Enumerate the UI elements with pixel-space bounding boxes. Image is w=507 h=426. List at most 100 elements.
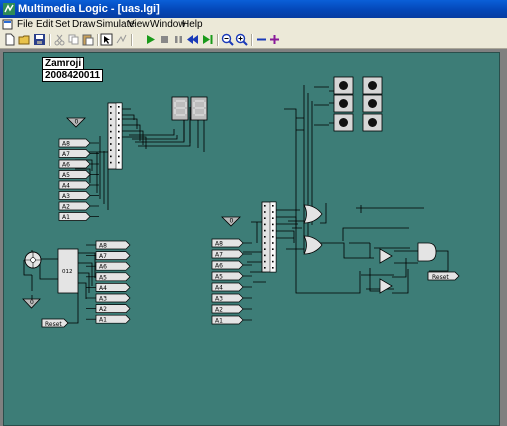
menu-window[interactable]: Window xyxy=(150,19,186,30)
input-label: A7 xyxy=(62,151,70,158)
input-button-a5[interactable]: A5 xyxy=(58,170,99,180)
output-a8: A8 xyxy=(86,240,131,250)
input-button-a6[interactable]: A6 xyxy=(211,260,252,270)
input-button-a5[interactable]: A5 xyxy=(211,271,252,281)
input-label: A7 xyxy=(215,252,223,259)
lamp-bulb xyxy=(368,81,377,90)
input-label: A2 xyxy=(215,307,223,314)
zoom-in-icon[interactable] xyxy=(235,33,248,46)
input-label: A6 xyxy=(215,263,223,270)
chip-pin xyxy=(110,124,112,127)
output-label: A8 xyxy=(99,243,107,250)
app-icon xyxy=(3,3,15,15)
save-icon[interactable] xyxy=(33,33,46,46)
input-button-a3[interactable]: A3 xyxy=(211,293,252,303)
input-label: A2 xyxy=(62,204,70,211)
input-button-a4[interactable]: A4 xyxy=(211,282,252,292)
stop-icon[interactable] xyxy=(158,33,171,46)
input-button-a7[interactable]: A7 xyxy=(58,149,99,159)
const-zero-label: 0 xyxy=(230,218,234,225)
chip-pin xyxy=(272,223,274,226)
menu-file[interactable]: File xyxy=(17,19,34,30)
menu-draw[interactable]: Draw xyxy=(72,19,96,30)
menu-bar: File Edit Set Draw Simulate View Window … xyxy=(0,18,507,33)
chip-pin xyxy=(264,267,266,269)
menu-view[interactable]: View xyxy=(128,19,150,30)
output-label: A1 xyxy=(99,317,107,324)
output-a3: A3 xyxy=(86,293,131,303)
const-zero-triangle xyxy=(66,117,86,128)
chip-pin xyxy=(272,229,274,232)
id-note[interactable]: 2008420011 xyxy=(42,69,104,82)
chip-pin xyxy=(110,137,112,139)
plus-icon[interactable] xyxy=(268,33,281,46)
title-bar: Multimedia Logic - [uas.lgi] xyxy=(0,0,507,18)
input-button-a6[interactable]: A6 xyxy=(58,159,99,169)
input-button-a8[interactable]: A8 xyxy=(211,238,252,248)
input-button-a1[interactable]: A1 xyxy=(58,212,99,222)
menu-edit[interactable]: Edit xyxy=(36,19,54,30)
select-icon[interactable] xyxy=(100,33,113,46)
input-button-a1[interactable]: A1 xyxy=(211,315,252,325)
const-zero-triangle xyxy=(22,298,41,309)
separator xyxy=(251,34,253,46)
input-button-a8[interactable]: A8 xyxy=(58,138,99,148)
input-label: A4 xyxy=(62,183,70,190)
chip-pin xyxy=(118,137,120,139)
minus-icon[interactable] xyxy=(255,33,268,46)
cut-icon[interactable] xyxy=(53,33,66,46)
chip-pin xyxy=(110,143,112,145)
or-gate xyxy=(303,235,323,255)
chip-pin xyxy=(118,118,120,120)
run-icon[interactable] xyxy=(144,33,157,46)
reset-output xyxy=(427,271,460,281)
zoom-out-icon[interactable] xyxy=(221,33,234,46)
chip-pin xyxy=(272,248,274,250)
chip-pin xyxy=(272,205,274,207)
chip-pin xyxy=(264,211,266,213)
chip-pin xyxy=(118,161,120,164)
pause-icon[interactable] xyxy=(172,33,185,46)
input-label: A1 xyxy=(62,214,70,221)
menu-set[interactable]: Set xyxy=(55,19,71,30)
chip-pin xyxy=(110,161,112,164)
reset-label: Reset xyxy=(432,274,449,281)
output-a6: A6 xyxy=(86,261,131,271)
input-button-a2[interactable]: A2 xyxy=(211,304,252,314)
wire-tool-icon[interactable] xyxy=(115,33,128,46)
input-label: A3 xyxy=(215,296,223,303)
copy-icon[interactable] xyxy=(67,33,80,46)
paste-icon[interactable] xyxy=(81,33,94,46)
input-button-a3[interactable]: A3 xyxy=(58,191,99,201)
output-label: A7 xyxy=(99,253,107,260)
output-label: A2 xyxy=(99,306,107,313)
chip-pin xyxy=(110,155,112,158)
menu-simulate[interactable]: Simulate xyxy=(96,19,135,30)
chip-pin xyxy=(110,106,112,108)
output-a2: A2 xyxy=(86,304,131,313)
new-file-icon[interactable] xyxy=(3,33,16,46)
chip-pin xyxy=(118,112,120,114)
input-label: A5 xyxy=(62,172,70,179)
input-button-a2[interactable]: A2 xyxy=(58,201,99,211)
menu-help[interactable]: Help xyxy=(182,19,203,30)
output-a5: A5 xyxy=(86,272,131,281)
chip-pin xyxy=(272,242,274,244)
open-folder-icon[interactable] xyxy=(18,33,31,46)
input-button-a7[interactable]: A7 xyxy=(211,249,252,259)
output-label: A4 xyxy=(99,285,107,292)
output-label: A6 xyxy=(99,264,107,271)
output-label: A5 xyxy=(99,274,107,281)
lamp-bulb xyxy=(368,118,377,127)
step-forward-icon[interactable] xyxy=(201,33,214,46)
buffer-gate xyxy=(379,248,393,264)
document-icon[interactable] xyxy=(2,19,13,30)
input-button-a4[interactable]: A4 xyxy=(58,180,99,190)
chip-pin xyxy=(272,267,274,269)
output-label: A3 xyxy=(99,296,107,303)
input-label: A6 xyxy=(62,162,70,169)
const-zero-label: 0 xyxy=(75,119,79,126)
step-back-icon[interactable] xyxy=(186,33,199,46)
